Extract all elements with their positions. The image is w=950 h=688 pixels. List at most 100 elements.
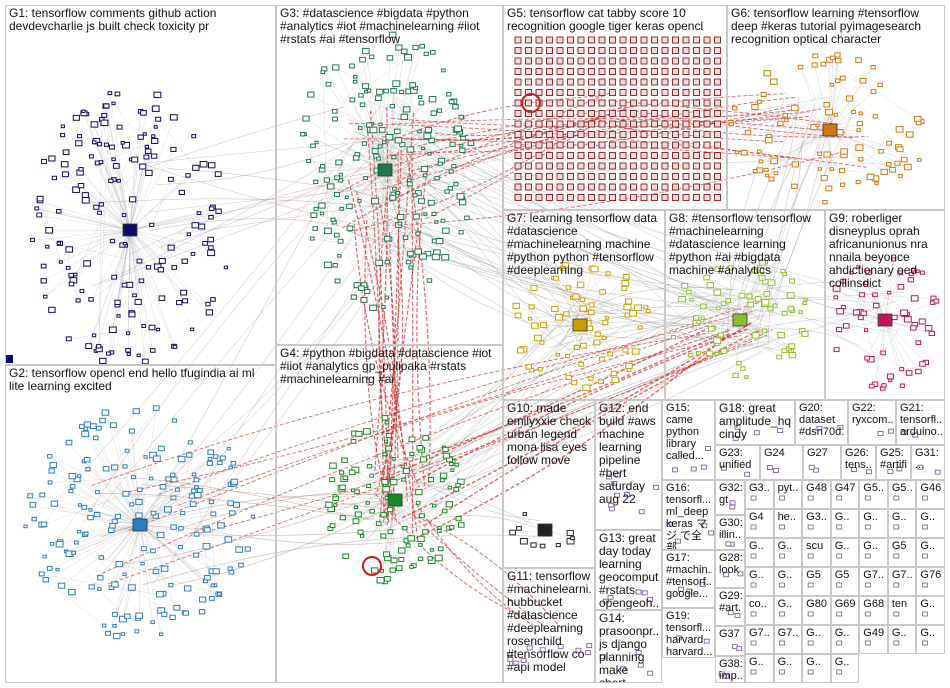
graph-edge <box>875 295 934 299</box>
graph-node <box>546 110 553 117</box>
group-cell-g11: G11: tensorflow #machinelearni... hubbuc… <box>503 568 595 683</box>
group-label-g30: G30: illin... <box>719 517 742 541</box>
graph-node <box>114 513 121 519</box>
graph-node <box>695 351 702 356</box>
graph-node <box>459 143 464 148</box>
graph-node <box>812 467 819 473</box>
graph-node <box>672 57 679 65</box>
graph-node <box>65 336 72 342</box>
bridge-edge <box>593 295 726 348</box>
bridge-edge <box>402 128 711 346</box>
graph-node <box>191 134 197 139</box>
graph-node <box>586 643 593 649</box>
bridge-edge <box>195 526 421 536</box>
graph-node <box>630 152 637 159</box>
graph-node <box>110 422 117 428</box>
mini-group-label: G4 <box>749 511 764 523</box>
graph-node <box>864 611 871 617</box>
graph-node <box>908 271 914 277</box>
graph-node <box>121 213 127 217</box>
graph-node <box>514 162 522 170</box>
bridge-edge <box>412 334 718 478</box>
graph-node <box>899 367 905 372</box>
hub-node <box>537 523 553 537</box>
graph-node <box>714 47 721 54</box>
graph-node <box>192 164 200 171</box>
graph-node <box>661 183 669 191</box>
graph-node <box>402 235 409 240</box>
graph-node <box>307 91 315 98</box>
graph-node <box>602 320 609 326</box>
graph-node <box>525 68 532 75</box>
graph-edge <box>129 175 189 231</box>
graph-node <box>358 285 365 291</box>
graph-node <box>575 647 582 653</box>
bridge-edge <box>719 106 801 341</box>
graph-node <box>630 173 637 180</box>
graph-node <box>555 353 560 357</box>
graph-node <box>430 50 436 55</box>
graph-node <box>338 172 344 177</box>
graph-node <box>183 585 192 592</box>
graph-node <box>109 238 116 244</box>
graph-node <box>102 466 110 472</box>
graph-node <box>682 131 690 138</box>
graph-node <box>103 142 109 147</box>
graph-node <box>81 430 90 438</box>
graph-node <box>866 469 872 475</box>
graph-node <box>598 36 606 44</box>
graph-node <box>140 546 147 552</box>
graph-node <box>36 212 43 218</box>
graph-node <box>904 316 912 323</box>
graph-node <box>29 502 37 508</box>
graph-node <box>823 102 830 108</box>
mini-group-label: G.. <box>920 627 936 639</box>
graph-edge <box>829 129 876 180</box>
graph-edge <box>139 524 212 600</box>
graph-node <box>570 536 575 541</box>
mini-group-label: G76 <box>920 569 942 581</box>
graph-node <box>91 333 97 338</box>
graph-node <box>576 281 585 288</box>
graph-node <box>160 565 169 572</box>
graph-node <box>912 432 919 438</box>
mini-group-label: G.. <box>863 511 878 523</box>
graph-node <box>840 148 849 155</box>
graph-node <box>624 492 630 498</box>
graph-node <box>363 90 369 94</box>
graph-node <box>640 120 648 128</box>
graph-edge <box>829 55 838 131</box>
mini-group-cell: G68 <box>859 596 888 625</box>
graph-node <box>212 568 220 575</box>
graph-node <box>651 89 658 96</box>
graph-edge <box>59 229 131 245</box>
graph-edge <box>769 129 831 137</box>
graph-node <box>779 495 785 501</box>
graph-node <box>706 282 714 289</box>
graph-node <box>359 102 366 108</box>
graph-node <box>900 309 909 317</box>
graph-node <box>458 230 464 235</box>
graph-node <box>651 110 658 117</box>
graph-node <box>734 150 740 155</box>
group-label-g4: G4: #python #bigdata #datascience #iot #… <box>280 347 492 386</box>
graph-node <box>825 108 833 116</box>
graph-node <box>714 131 721 138</box>
graph-node <box>514 110 522 117</box>
graph-edge <box>127 229 131 351</box>
mini-group-cell: G5 <box>802 567 831 596</box>
mini-group-cell: G.. <box>916 596 945 625</box>
graph-edge <box>86 114 175 268</box>
graph-node <box>630 162 637 170</box>
mini-group-cell: G5.. <box>859 480 888 509</box>
graph-node <box>121 282 128 288</box>
group-cell-g31: G31: ... <box>911 445 945 480</box>
graph-node <box>767 306 774 312</box>
graph-node <box>630 47 637 54</box>
bridge-edge <box>357 132 760 318</box>
graph-edge <box>68 250 70 269</box>
graph-node <box>577 78 585 86</box>
graph-node <box>922 640 928 646</box>
group-cell-g26: G26: tens... <box>841 445 876 480</box>
graph-node <box>144 144 150 149</box>
